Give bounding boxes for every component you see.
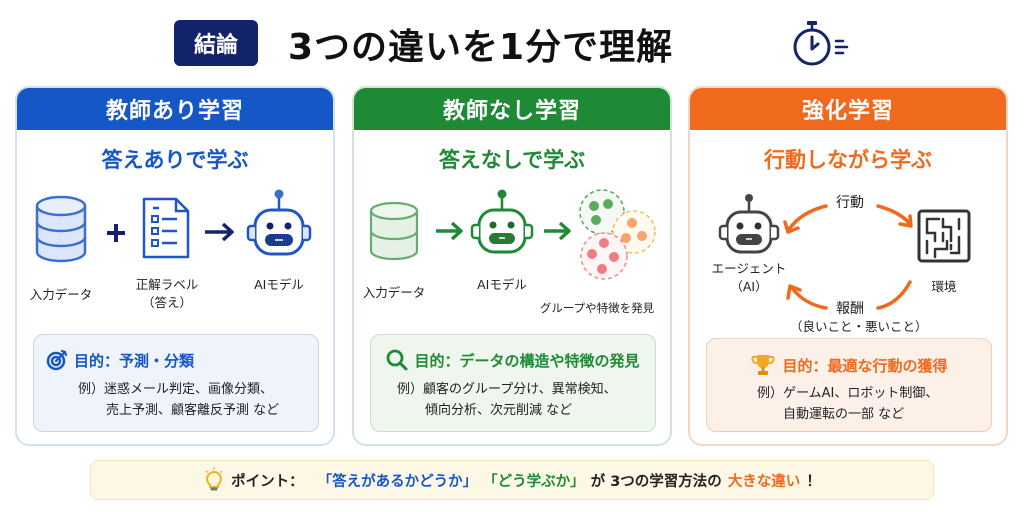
document-list-icon [141, 196, 191, 264]
conclusion-badge: 結論 [174, 20, 258, 66]
purpose-examples: 例）顧客のグループ分け、異常検知、 傾向分析、次元削減 など [371, 379, 655, 421]
example-line: 例）ゲームAI、ロボット制御、 [757, 386, 939, 401]
point-bar: ポイント： 「答えがあるかどうか」 「どう学ぶか」 が 3つの学習方法の大きな違… [90, 460, 934, 500]
card-reinforcement-learning: 強化学習 行動しながら学ぶ エージェント （AI） 環境 [688, 86, 1008, 446]
label-correct-label: 正解ラベル [135, 277, 199, 292]
arrow-right-icon [203, 220, 237, 248]
lightbulb-icon [205, 467, 223, 491]
robot-icon [245, 188, 313, 266]
card-title: 強化学習 [690, 88, 1006, 130]
stopwatch-icon [790, 18, 862, 70]
purpose-title: 目的：最適な行動の獲得 [707, 353, 991, 377]
label-ai-model: AIモデル [477, 277, 527, 292]
purpose-title: 目的：予測・分類 [34, 349, 318, 371]
header: 結論 3つの違いを1分で理解 [0, 18, 1024, 70]
purpose-box: 目的：予測・分類 例）迷惑メール判定、画像分類、 売上予測、顧客離反予測 など [33, 334, 319, 432]
label-environment: 環境 [931, 279, 957, 294]
point-question-2: 「どう学ぶか」 [483, 473, 585, 490]
target-icon [46, 349, 68, 371]
card-unsupervised-learning: 教師なし学習 答えなしで学ぶ 入力データ AIモデル [352, 86, 672, 446]
search-icon [387, 349, 408, 371]
card-subtitle: 答えありで学ぶ [101, 148, 249, 172]
example-line: 傾向分析、次元削減 など [425, 403, 573, 418]
label-reward-detail: （良いこと・悪いこと） [790, 319, 928, 334]
robot-icon [470, 188, 534, 264]
point-label: ポイント： [231, 473, 304, 490]
example-line: 例）迷惑メール判定、画像分類、 [78, 382, 274, 397]
purpose-title: 目的：データの構造や特徴の発見 [371, 349, 655, 371]
label-answer: （答え） [141, 295, 192, 310]
database-icon [368, 200, 420, 266]
point-end: ！ [806, 473, 821, 490]
arrow-right-icon [542, 220, 574, 246]
point-emphasis: 大きな違い [727, 473, 801, 490]
arrow-right-icon [434, 220, 466, 246]
label-agent: エージェント [711, 261, 787, 276]
purpose-title-text: 目的：データの構造や特徴の発見 [414, 351, 640, 370]
label-reward: 報酬 [836, 301, 864, 317]
purpose-box: 目的：最適な行動の獲得 例）ゲームAI、ロボット制御、 自動運転の一部 など [706, 338, 992, 432]
label-ai-model: AIモデル [254, 277, 304, 292]
purpose-title-text: 目的：予測・分類 [74, 351, 195, 370]
robot-icon [718, 192, 780, 264]
purpose-box: 目的：データの構造や特徴の発見 例）顧客のグループ分け、異常検知、 傾向分析、次… [370, 334, 656, 432]
trophy-icon [751, 355, 775, 375]
example-line: 例）顧客のグループ分け、異常検知、 [397, 382, 617, 397]
maze-icon [916, 208, 972, 268]
card-supervised-learning: 教師あり学習 答えありで学ぶ 入力データ 正解ラベル （答え） [15, 86, 335, 446]
page-title: 3つの違いを1分で理解 [288, 27, 674, 68]
point-middle-text: が 3つの学習方法の [590, 473, 722, 490]
label-action: 行動 [836, 195, 864, 211]
clusters-icon [576, 188, 660, 292]
label-agent-ai: （AI） [730, 279, 768, 294]
card-subtitle: 行動しながら学ぶ [764, 148, 932, 172]
plus-icon [105, 222, 127, 248]
cycle-arrows [782, 184, 922, 338]
label-input-data: 入力データ [362, 285, 426, 300]
point-question-1: 「答えがあるかどうか」 [317, 473, 478, 490]
label-input-data: 入力データ [29, 287, 93, 302]
card-title: 教師なし学習 [354, 88, 670, 130]
purpose-title-text: 目的：最適な行動の獲得 [782, 356, 948, 375]
example-line: 売上予測、顧客離反予測 など [106, 403, 280, 418]
label-discover-groups: グループや特徴を発見 [539, 301, 655, 315]
card-subtitle: 答えなしで学ぶ [438, 148, 586, 172]
example-line: 自動運転の一部 など [783, 407, 905, 422]
purpose-examples: 例）ゲームAI、ロボット制御、 自動運転の一部 など [707, 383, 991, 425]
database-icon [33, 194, 89, 268]
card-title: 教師あり学習 [17, 88, 333, 130]
purpose-examples: 例）迷惑メール判定、画像分類、 売上予測、顧客離反予測 など [34, 379, 318, 421]
